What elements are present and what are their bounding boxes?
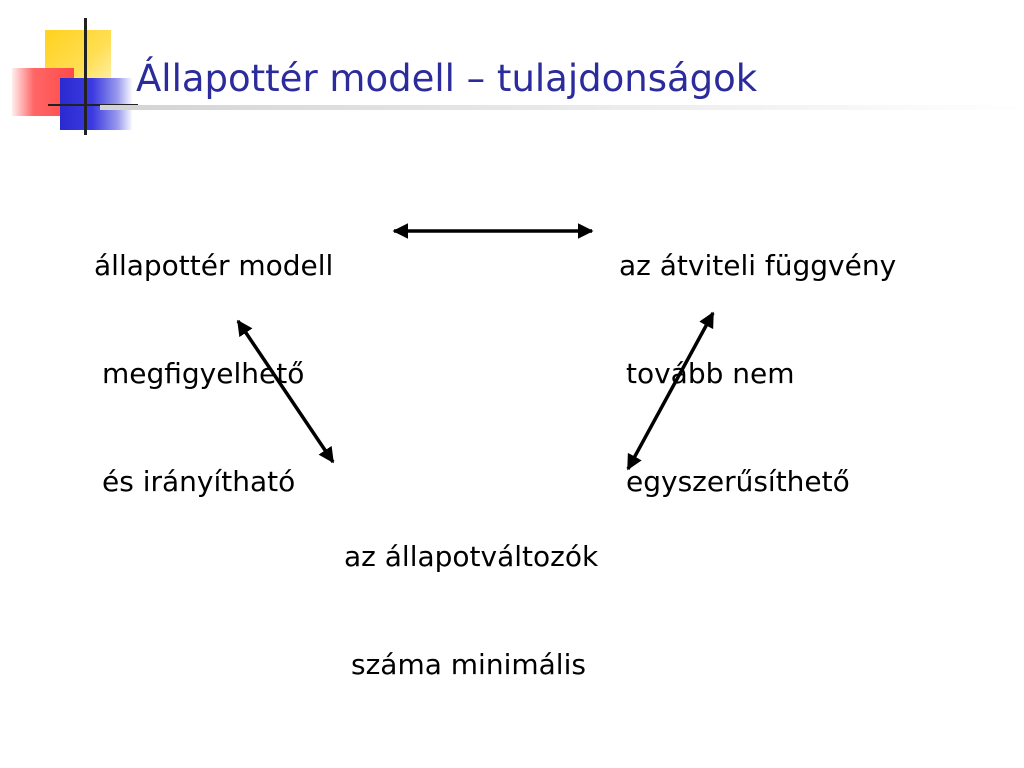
- node-bottom-line-1: az állapotváltozók: [344, 540, 599, 573]
- arrow-left-bottom: [236, 319, 335, 464]
- slide-title: Állapottér modell – tulajdonságok: [136, 57, 758, 100]
- node-right-line-1: az átviteli függvény: [619, 249, 897, 282]
- title-underline: [100, 105, 1024, 110]
- logo-horizontal-line: [48, 104, 138, 106]
- arrow-right-bottom: [626, 311, 715, 471]
- corner-logo-icon: [0, 0, 150, 140]
- node-left-line-1: állapottér modell: [94, 249, 334, 282]
- node-bottom-line-2: száma minimális: [351, 648, 586, 681]
- node-state-variables: az állapotváltozók száma minimális: [344, 467, 598, 755]
- logo-vertical-line: [84, 18, 87, 135]
- node-right-line-3: egyszerűsíthető: [626, 465, 850, 498]
- node-left-line-3: és irányítható: [102, 465, 296, 498]
